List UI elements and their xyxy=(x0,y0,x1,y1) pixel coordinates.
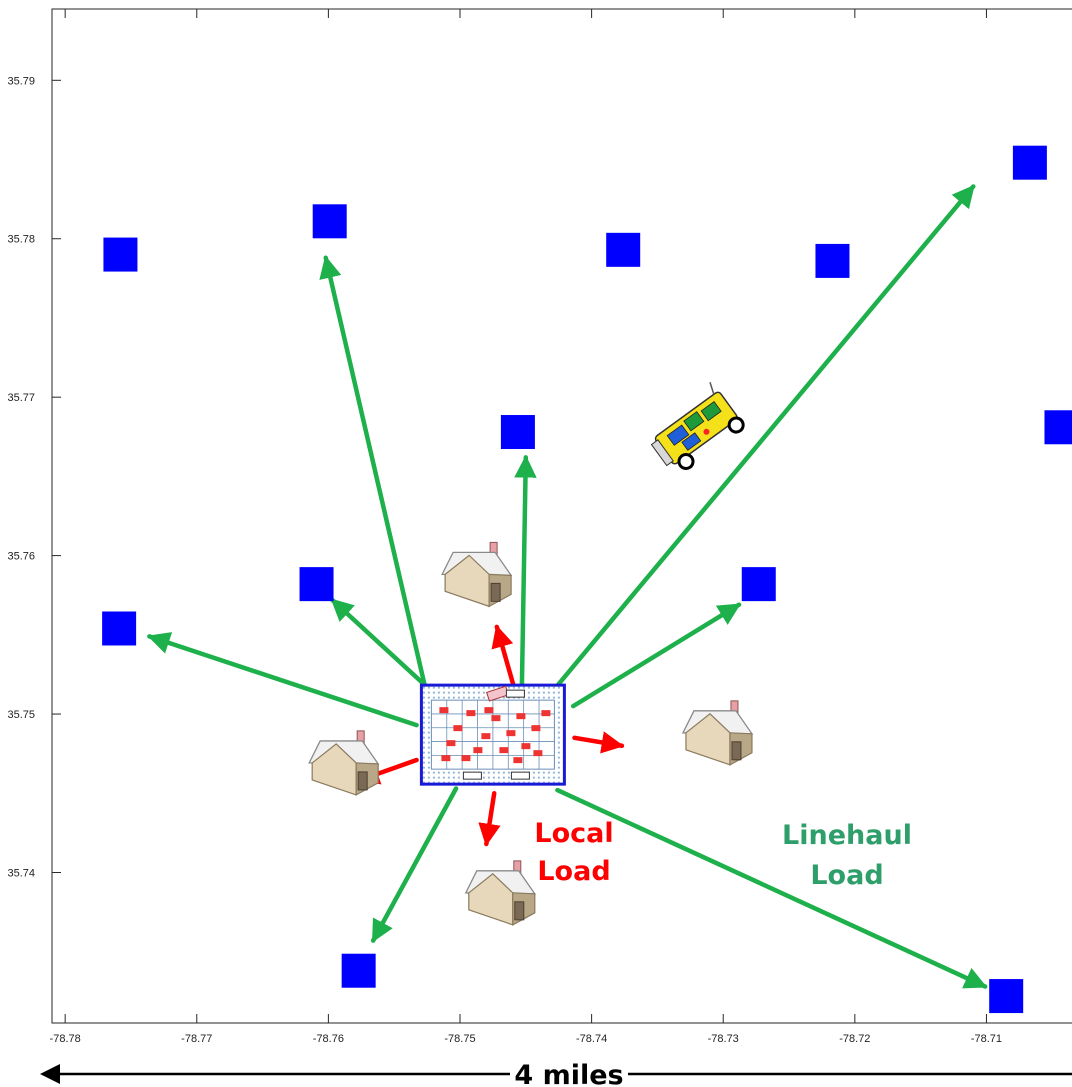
truck-wheel xyxy=(727,416,745,434)
depot-inventory xyxy=(516,713,526,720)
local-arrow xyxy=(478,791,501,847)
truck-cargo xyxy=(666,424,690,446)
scale-bar-label: 4 miles xyxy=(514,1060,623,1087)
linehaul-stop-marker xyxy=(989,979,1024,1014)
y-tick-label: 35.75 xyxy=(7,709,35,721)
x-tick-label: -78.77 xyxy=(181,1033,212,1045)
linehaul-arrow xyxy=(555,184,976,688)
depot-inventory xyxy=(521,743,531,750)
truck-body xyxy=(650,382,745,470)
x-tick-label: -78.71 xyxy=(971,1033,1002,1045)
depot-inventory xyxy=(541,710,551,717)
truck-light xyxy=(703,428,710,435)
house-icon xyxy=(308,730,380,796)
x-tick-label: -78.72 xyxy=(839,1033,870,1045)
house-icon xyxy=(464,860,537,926)
x-tick-label: -78.73 xyxy=(708,1033,739,1045)
local-arrow xyxy=(491,624,517,690)
house-door xyxy=(490,582,501,602)
y-tick-label: 35.79 xyxy=(7,75,35,87)
plot-frame xyxy=(51,8,1072,1024)
truck-mast xyxy=(709,382,715,395)
depot-inventory xyxy=(491,715,501,722)
linehaul-routes xyxy=(147,184,988,989)
depot-inventory xyxy=(461,755,471,762)
truck-wheel xyxy=(677,452,695,470)
local-arrow xyxy=(572,731,625,754)
depot-inventory xyxy=(439,707,449,714)
depot-inventory xyxy=(441,755,451,762)
depot-inventory xyxy=(499,747,509,754)
linehaul-stop-marker xyxy=(102,611,137,646)
depot-inventory xyxy=(533,750,543,757)
depot-dock xyxy=(510,771,530,780)
linehaul-arrow xyxy=(330,597,430,690)
truck-cargo xyxy=(700,400,722,422)
linehaul-stop-marker xyxy=(741,567,776,602)
house-icon xyxy=(681,700,754,766)
depot-inventory xyxy=(481,733,491,740)
linehaul-arrow xyxy=(555,787,988,989)
depot-inventory xyxy=(484,707,494,714)
linehaul-stop-marker xyxy=(312,204,347,239)
y-tick-label: 35.76 xyxy=(7,551,35,563)
x-tick-label: -78.75 xyxy=(444,1033,475,1045)
house-icon xyxy=(441,541,513,608)
local-load-label-line1: Local xyxy=(534,818,613,849)
y-axis: 35.74 35.75 35.76 35.77 35.78 35.79 xyxy=(7,75,61,879)
linehaul-stop-marker xyxy=(341,953,376,988)
house-door xyxy=(731,741,742,761)
depot-inventory xyxy=(506,730,516,737)
depot-warehouse xyxy=(419,683,566,786)
linehaul-arrow xyxy=(570,602,742,709)
linehaul-stop-marker xyxy=(815,243,850,278)
local-load-label-line2: Load xyxy=(537,856,610,887)
linehaul-arrow xyxy=(319,255,431,704)
house-door xyxy=(514,901,525,921)
linehaul-arrow xyxy=(147,632,419,728)
linehaul-stops xyxy=(102,145,1072,1014)
y-tick-label: 35.77 xyxy=(7,392,35,404)
linehaul-stop-marker xyxy=(606,232,641,267)
linehaul-stop-marker xyxy=(299,567,334,602)
linehaul-arrow xyxy=(514,455,537,691)
y-tick-label: 35.74 xyxy=(7,867,35,879)
x-tick-label: -78.76 xyxy=(313,1033,344,1045)
truck-cargo xyxy=(681,432,702,451)
house-door xyxy=(357,771,368,791)
x-tick-label: -78.78 xyxy=(50,1033,81,1045)
linehaul-stop-marker xyxy=(1012,145,1047,180)
x-axis: -78.78 -78.77 -78.76 -78.75 -78.74 -78.73 -78.… xyxy=(50,9,1002,1045)
linehaul-stop-marker xyxy=(1044,410,1072,445)
depot xyxy=(419,683,566,786)
depot-inventory xyxy=(466,710,476,717)
truck-icon xyxy=(650,382,745,470)
y-tick-label: 35.78 xyxy=(7,234,35,246)
depot-dock xyxy=(462,771,482,780)
linehaul-load-label-line1: Linehaul xyxy=(782,820,912,851)
linehaul-load-label-line2: Load xyxy=(810,860,883,891)
linehaul-arrow xyxy=(370,786,459,943)
depot-inventory xyxy=(473,747,483,754)
truck-cargo xyxy=(683,411,705,432)
depot-inventory xyxy=(513,757,523,764)
depot-inventory xyxy=(453,725,463,732)
local-routes xyxy=(356,624,625,847)
depot-inventory xyxy=(446,740,456,747)
linehaul-stop-marker xyxy=(500,415,535,450)
linehaul-stop-marker xyxy=(103,237,138,272)
plot-border xyxy=(51,8,1072,1024)
local-stops xyxy=(308,541,754,926)
x-tick-label: -78.74 xyxy=(576,1033,607,1045)
truck-rear-gate xyxy=(650,439,674,467)
depot-dock xyxy=(505,689,525,698)
depot-inventory xyxy=(531,725,541,732)
